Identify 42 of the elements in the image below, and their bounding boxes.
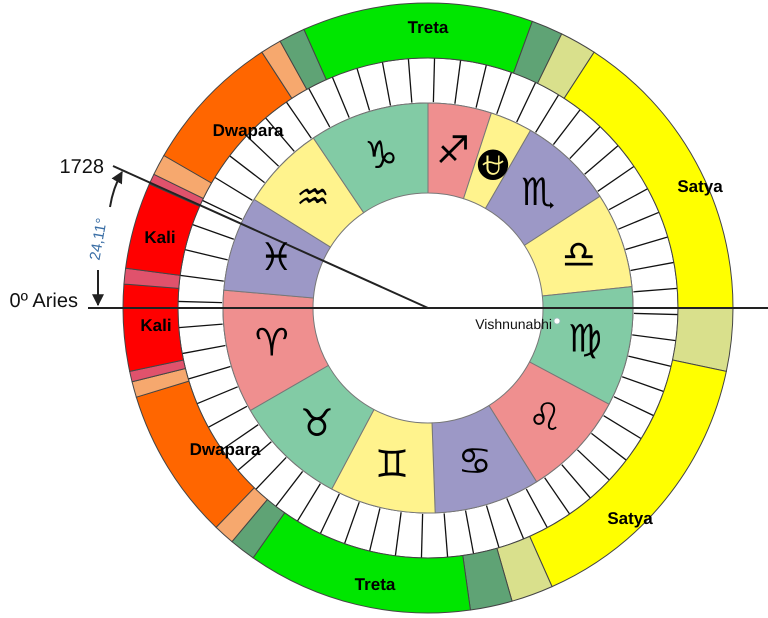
zodiac-symbol: ♏ bbox=[521, 170, 556, 214]
reference-label: 0º Aries bbox=[10, 290, 78, 312]
zodiac-symbol: ♈ bbox=[254, 320, 289, 365]
angle-mark-label: 1728 bbox=[60, 156, 104, 178]
zodiac-sector bbox=[488, 362, 610, 482]
yuga-segment bbox=[122, 284, 184, 372]
transition-band bbox=[537, 33, 595, 99]
zodiac-symbol: ♍ bbox=[568, 316, 602, 361]
zodiac-symbol: ♉ bbox=[300, 401, 334, 446]
transition-band bbox=[123, 268, 181, 289]
zodiac-symbol: ♒ bbox=[296, 174, 330, 219]
yuga-segment bbox=[303, 2, 533, 80]
yuga-segment bbox=[125, 183, 200, 276]
angle-value: 24,11° bbox=[86, 216, 111, 262]
zodiac-symbol: ♎ bbox=[562, 232, 596, 277]
transition-band bbox=[132, 368, 190, 398]
yuga-name: Treta bbox=[354, 575, 396, 594]
transition-band bbox=[216, 487, 268, 542]
yuga-segment bbox=[163, 52, 292, 184]
transition-band bbox=[280, 28, 327, 90]
zodiac-symbol: ♌ bbox=[528, 395, 562, 440]
transition-band bbox=[261, 40, 308, 99]
zodiac-symbol: ♊ bbox=[374, 442, 410, 486]
zodiac-symbol: ♑ bbox=[364, 133, 398, 177]
zodiac-symbol: ⛎ bbox=[474, 148, 512, 183]
transition-band bbox=[231, 499, 286, 558]
yuga-name: Treta bbox=[408, 18, 448, 37]
zodiac-symbol: ♓ bbox=[259, 235, 294, 280]
transition-band bbox=[513, 20, 562, 84]
zodiac-symbol: ♋ bbox=[458, 439, 492, 483]
transition-band bbox=[496, 536, 553, 602]
yuga-segment bbox=[252, 512, 471, 614]
transition-band bbox=[462, 548, 513, 611]
yuga-segment bbox=[564, 52, 734, 308]
transition-band bbox=[672, 308, 734, 372]
yuga-segment bbox=[529, 359, 727, 588]
zodiac-symbol: ♐ bbox=[436, 128, 470, 172]
transition-band bbox=[153, 155, 212, 199]
transition-band bbox=[129, 359, 186, 382]
yuga-name: Kali bbox=[140, 316, 172, 335]
zodiac-sector bbox=[331, 409, 436, 514]
yuga-name: Kali bbox=[144, 228, 176, 247]
